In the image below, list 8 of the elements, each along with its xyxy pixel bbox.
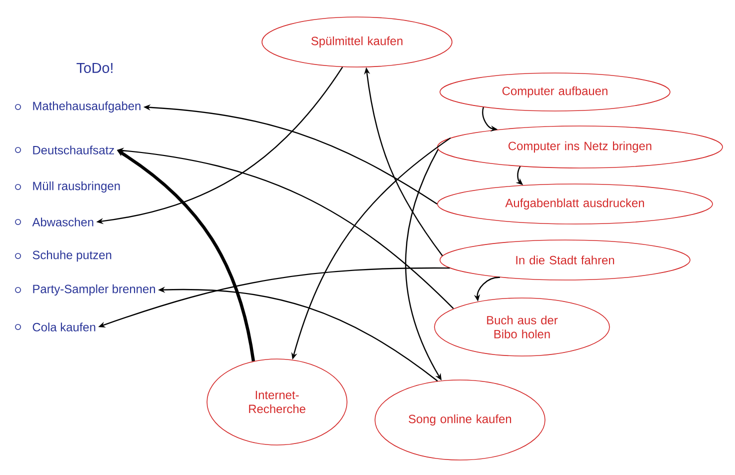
list-item: Party-Sampler brennen xyxy=(33,284,155,296)
list-item: Schuhe putzen xyxy=(32,250,112,262)
heading: ToDo! xyxy=(76,62,112,73)
list-item: Mathehausaufgaben xyxy=(33,101,140,113)
list-item: Deutschaufsatz xyxy=(33,146,114,154)
list-item: Abwaschen xyxy=(32,218,94,226)
list-item: Müll rausbringen xyxy=(33,181,120,193)
list-item: Cola kaufen xyxy=(32,322,96,332)
